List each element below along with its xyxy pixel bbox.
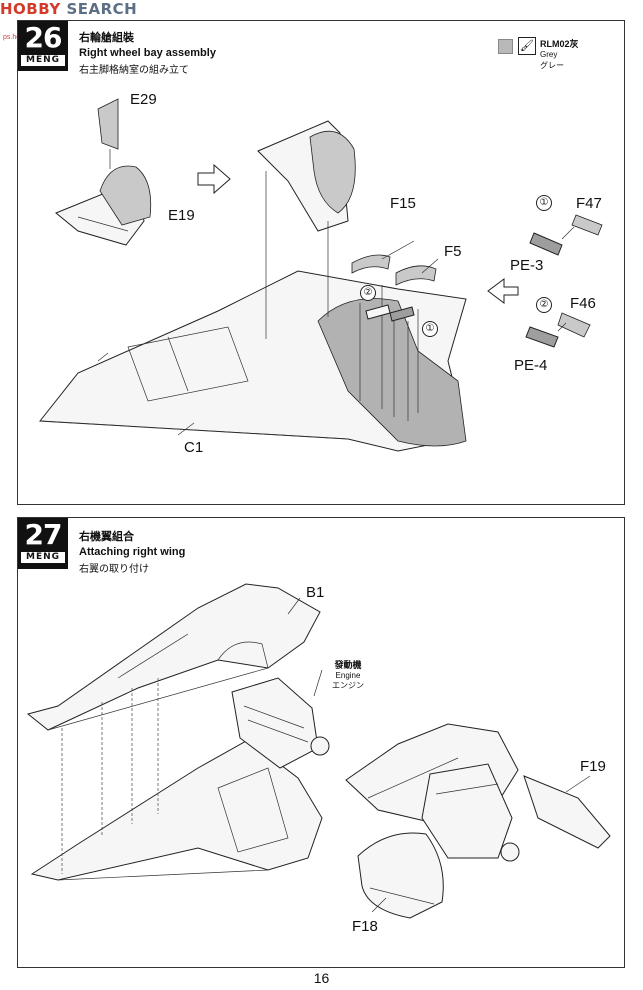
label-e29: E29: [130, 91, 157, 108]
label-b1: B1: [306, 584, 325, 601]
step-26-number: 26: [24, 21, 63, 54]
label-pe3: PE-3: [510, 257, 544, 274]
step-27-number: 27: [24, 518, 63, 551]
engine-label-jp: エンジン: [332, 681, 364, 690]
label-f15: F15: [390, 195, 416, 212]
watermark-suffix: SEARCH: [60, 0, 138, 18]
order-marker-2: ②: [360, 285, 376, 301]
brush-icon: 🖌: [518, 37, 536, 55]
part-f15-drawing: [351, 254, 391, 274]
step-27-panel: 27 MENG 右機翼組合 Attaching right wing 右翼の取り…: [17, 517, 625, 968]
part-f18-drawing: [357, 832, 444, 919]
page-number: 16: [313, 970, 330, 986]
step-27-badge: 27 MENG: [18, 518, 68, 569]
part-pe4-drawing: [525, 326, 559, 348]
step-26-title-jp: 右主脚格納室の組み立て: [79, 65, 189, 76]
label-f5: F5: [444, 243, 462, 260]
legend-color-jp: グレー: [540, 61, 564, 70]
grey-swatch: [498, 39, 513, 54]
part-b1-wing: [26, 583, 321, 731]
watermark: HOBBY SEARCH: [0, 0, 137, 18]
watermark-prefix: HOBBY: [0, 0, 61, 18]
step-26-title-cn: 右輪艙組裝: [79, 32, 134, 44]
step-27-brand-logo: MENG: [21, 552, 65, 563]
legend-color-cn: RLM02灰: [540, 39, 579, 49]
arrow-right-icon: [197, 163, 231, 195]
engine-label-cn: 發動機: [334, 660, 362, 670]
part-f46-drawing: [557, 312, 591, 338]
part-f19-drawing: [523, 775, 611, 849]
arrow-left-icon: [487, 278, 519, 304]
engine-label-en: Engine: [335, 671, 361, 680]
part-f5-drawing: [395, 265, 437, 286]
step-27-title-en: Attaching right wing: [79, 546, 186, 558]
part-e29-drawing: [97, 98, 119, 150]
step-26-panel: 26 MENG 右輪艙組裝 Right wheel bay assembly 右…: [17, 20, 625, 505]
step-26-brand-logo: MENG: [21, 55, 65, 66]
grey-painted-area: [317, 298, 467, 447]
label-pe4: PE-4: [514, 357, 548, 374]
order-marker-1: ①: [536, 195, 552, 211]
step-27-diagram: [26, 583, 611, 919]
order-marker-2: ②: [536, 297, 552, 313]
part-pe3-drawing: [529, 232, 563, 256]
step-27-title-jp: 右翼の取り付け: [79, 564, 149, 575]
label-f46: F46: [570, 295, 596, 312]
engine-label: 發動機 Engine エンジン: [332, 658, 364, 691]
label-f19: F19: [580, 758, 606, 775]
label-c1: C1: [184, 439, 204, 456]
legend-color-en: Grey: [540, 50, 558, 59]
label-f47: F47: [576, 195, 602, 212]
label-e19: E19: [168, 207, 195, 224]
label-f18: F18: [352, 918, 378, 935]
step-26-title-en: Right wheel bay assembly: [79, 47, 216, 59]
step-27-title-cn: 右機翼組合: [79, 531, 134, 543]
step-26-diagram: [39, 98, 603, 452]
step-26-badge: 26 MENG: [18, 21, 68, 71]
part-f47-drawing: [571, 214, 603, 236]
order-marker-1: ①: [422, 321, 438, 337]
